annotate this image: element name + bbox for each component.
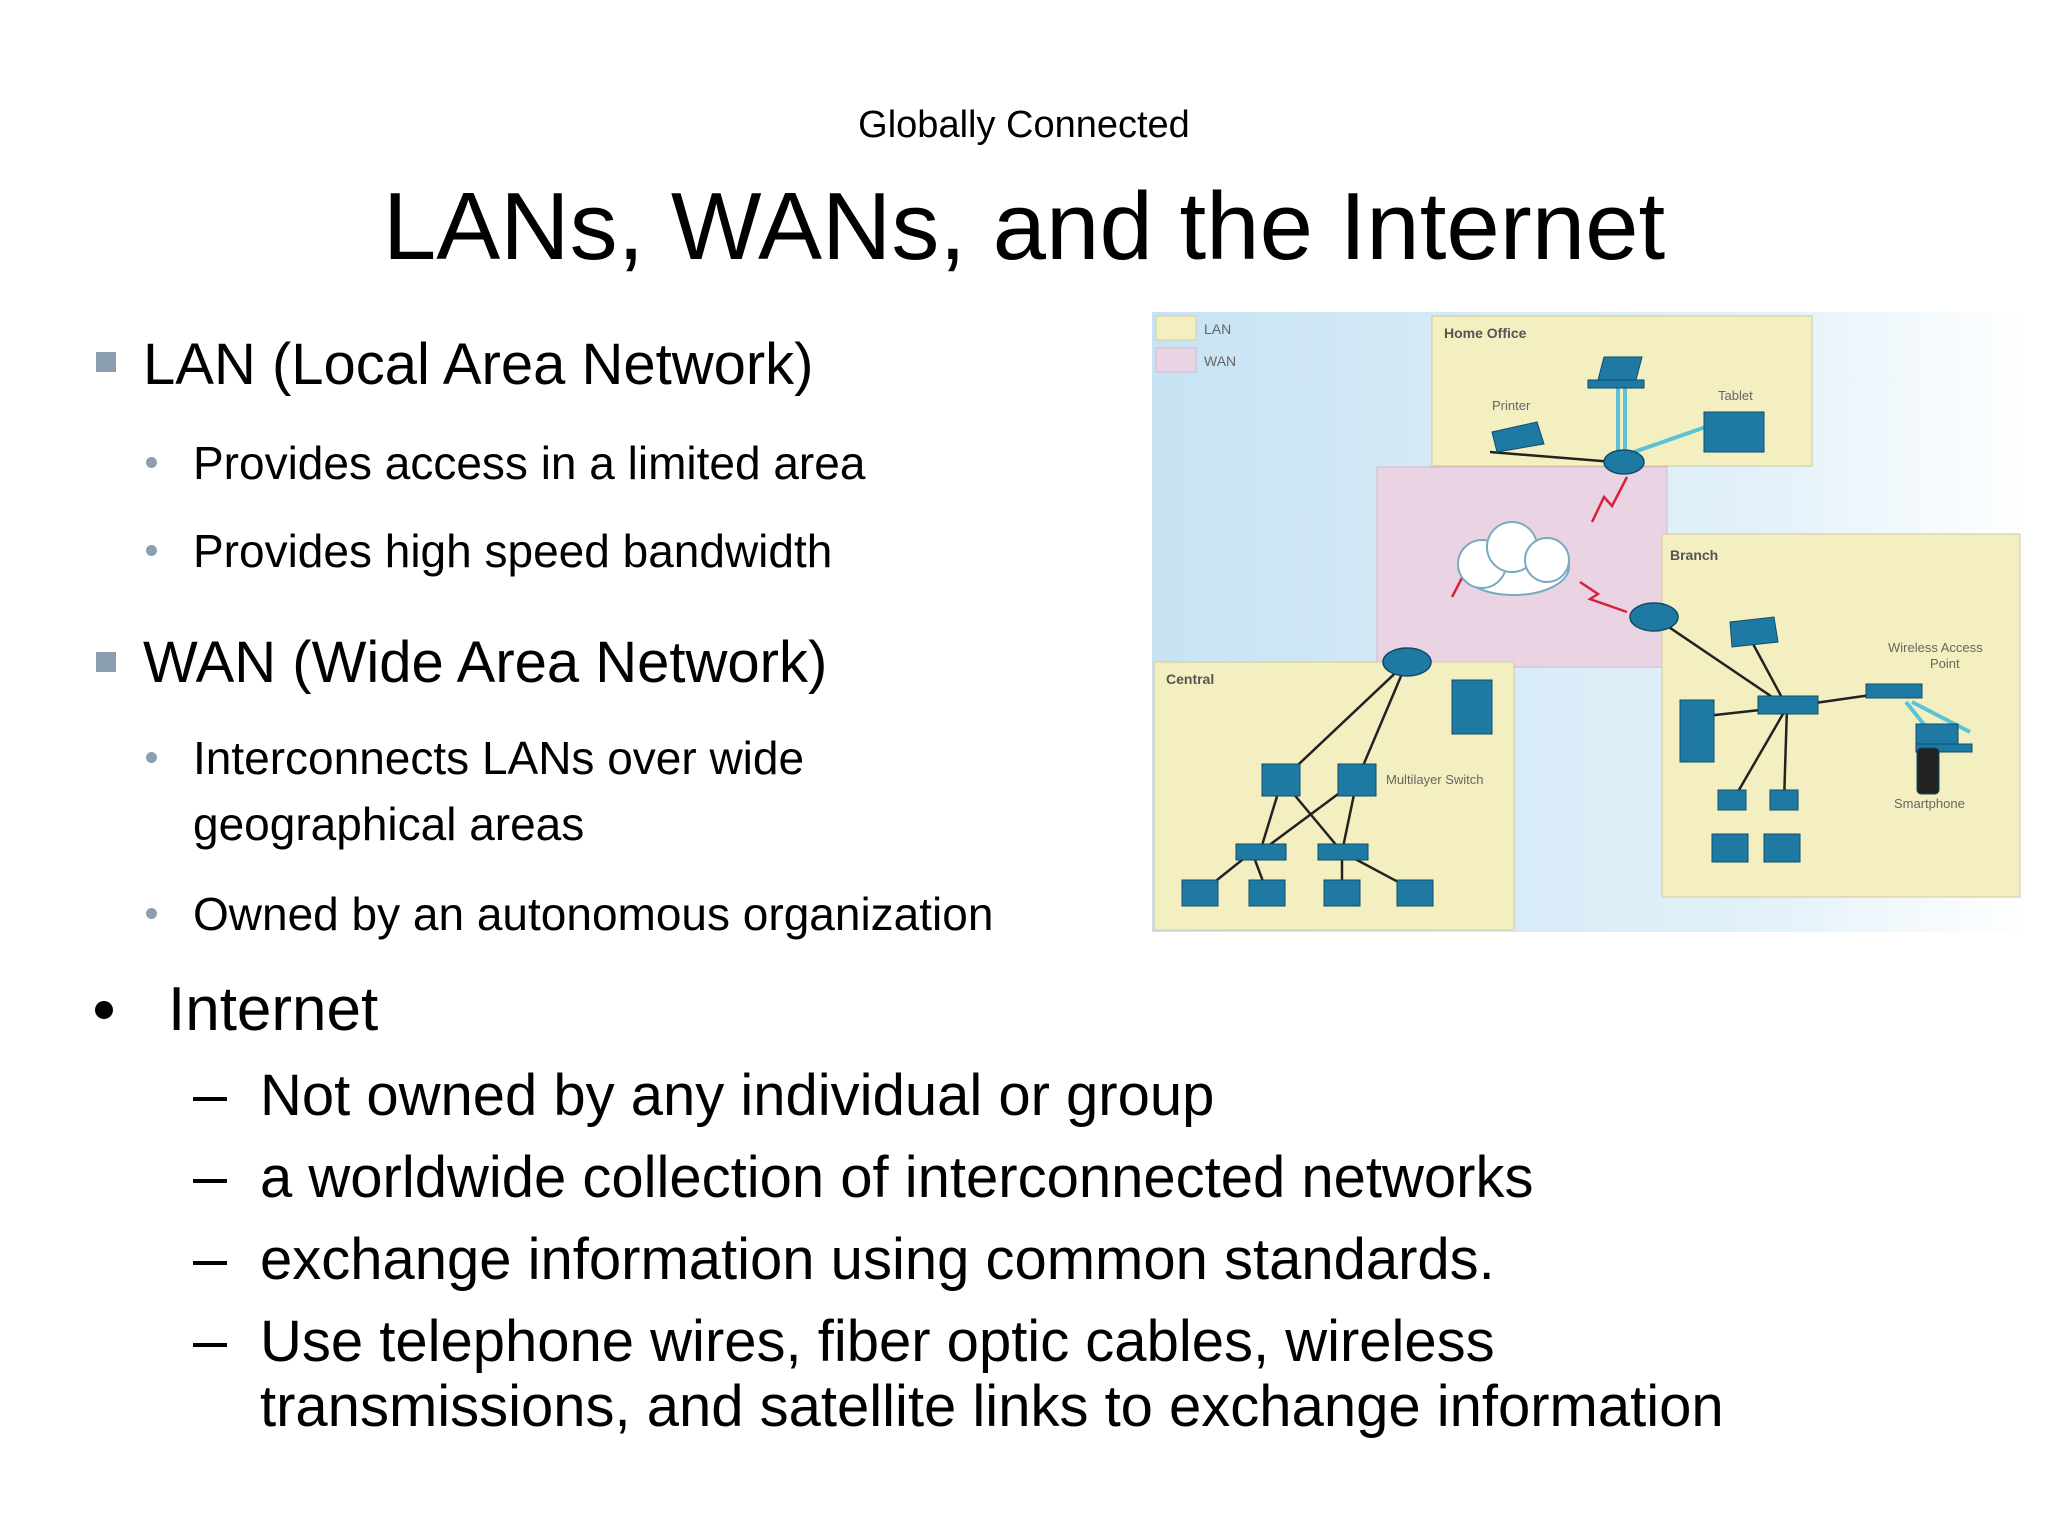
- legend-lan-swatch: [1155, 315, 1197, 341]
- printer-icon: [1491, 421, 1545, 453]
- laptop-icon: [1597, 356, 1643, 381]
- access-point-label-line-2: Point: [1930, 656, 1960, 671]
- wan-bullet-marker: [96, 652, 116, 672]
- home-devices: [1491, 356, 1765, 453]
- legend-wan-label: WAN: [1204, 353, 1236, 369]
- smartphone-label: Smartphone: [1894, 796, 1965, 811]
- router-icons: [1382, 449, 1679, 677]
- branch-router-icon: [1629, 602, 1679, 632]
- multilayer-switch-icon-1: [1261, 763, 1301, 797]
- switch-icon-2: [1317, 843, 1369, 861]
- printer-label: Printer: [1492, 398, 1531, 413]
- legend-lan-label: LAN: [1204, 321, 1231, 337]
- access-point-label-line-1: Wireless Access: [1888, 640, 1983, 655]
- switch-icon-1: [1235, 843, 1287, 861]
- central-devices: [1181, 679, 1493, 907]
- pc-icon-1: [1181, 879, 1219, 907]
- multilayer-switch-icon-2: [1337, 763, 1377, 797]
- internet-item-2: a worldwide collection of interconnected…: [260, 1145, 1534, 1210]
- laptop-base-icon: [1587, 379, 1645, 389]
- network-diagram: LAN WAN Home Office Branch Central: [1152, 312, 2032, 932]
- wan-item-2-marker: [146, 908, 157, 919]
- branch-pc-icon-1: [1711, 833, 1749, 863]
- internet-item-3-marker: [193, 1261, 227, 1265]
- lan-item-1: Provides access in a limited area: [193, 437, 866, 489]
- internet-cloud-icon: [1457, 521, 1570, 596]
- multilayer-switch-label: Multilayer Switch: [1386, 772, 1484, 787]
- legend-wan-swatch: [1155, 347, 1197, 373]
- small-switch-icon-1: [1717, 789, 1747, 811]
- wan-heading: WAN (Wide Area Network): [143, 630, 828, 695]
- pc-icon-3: [1323, 879, 1361, 907]
- pc-icon-2: [1248, 879, 1286, 907]
- access-point-icon: [1865, 683, 1923, 699]
- central-label: Central: [1166, 671, 1214, 687]
- tablet-icon: [1703, 411, 1765, 453]
- lan-item-2-marker: [146, 545, 157, 556]
- internet-item-4-continued: transmissions, and satellite links to ex…: [260, 1374, 1724, 1439]
- internet-item-1: Not owned by any individual or group: [260, 1063, 1215, 1128]
- internet-item-4: Use telephone wires, fiber optic cables,…: [260, 1309, 1495, 1374]
- wan-item-1-marker: [146, 752, 157, 763]
- branch-server-icon: [1679, 699, 1715, 763]
- slide-title: LANs, WANs, and the Internet: [382, 173, 1666, 280]
- lan-item-2: Provides high speed bandwidth: [193, 525, 833, 577]
- central-router-icon: [1382, 647, 1432, 677]
- home-office-label: Home Office: [1444, 325, 1527, 341]
- internet-item-4-marker: [193, 1343, 227, 1347]
- wan-item-1: Interconnects LANs over wide: [193, 732, 805, 784]
- lan-bullet-marker: [96, 352, 116, 372]
- branch-devices: [1679, 616, 1973, 863]
- branch-printer-icon: [1729, 616, 1779, 648]
- branch-pc-icon-2: [1763, 833, 1801, 863]
- pc-icon-4: [1396, 879, 1434, 907]
- branch-label: Branch: [1670, 547, 1718, 563]
- lan-heading: LAN (Local Area Network): [143, 332, 814, 397]
- internet-item-3: exchange information using common standa…: [260, 1227, 1495, 1292]
- internet-heading: Internet: [168, 975, 379, 1044]
- home-router-icon: [1603, 449, 1645, 475]
- small-switch-icon-2: [1769, 789, 1799, 811]
- lan-item-1-marker: [146, 457, 157, 468]
- internet-item-2-marker: [193, 1179, 227, 1183]
- slide-subtitle: Globally Connected: [858, 104, 1190, 146]
- wan-item-2: Owned by an autonomous organization: [193, 888, 994, 940]
- branch-laptop-base-icon: [1915, 743, 1973, 753]
- tablet-label: Tablet: [1718, 388, 1753, 403]
- smartphone-icon: [1916, 747, 1940, 795]
- internet-item-1-marker: [193, 1097, 227, 1101]
- wan-item-1-continued: geographical areas: [193, 798, 585, 850]
- internet-bullet-marker: [95, 1001, 113, 1019]
- branch-switch-icon: [1757, 695, 1819, 715]
- server-icon: [1451, 679, 1493, 735]
